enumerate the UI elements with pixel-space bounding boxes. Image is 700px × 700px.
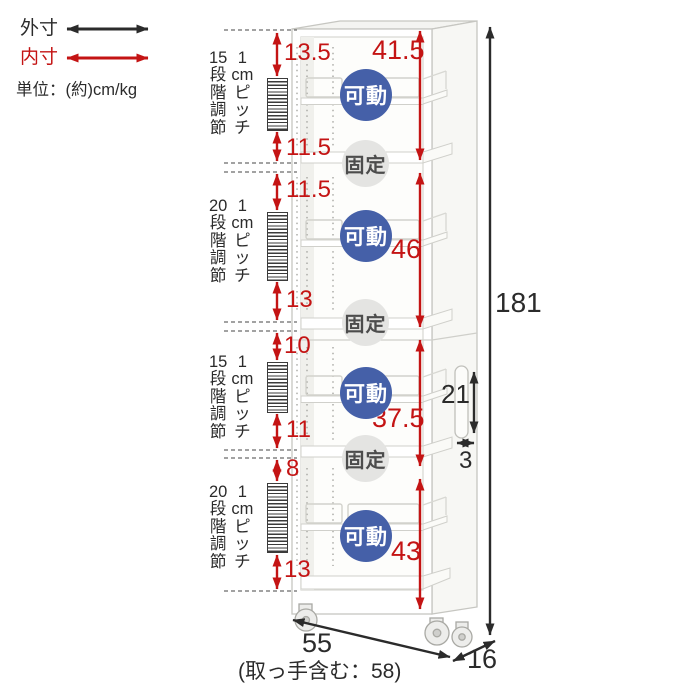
inner-dim-right-1: 41.5 xyxy=(372,35,425,65)
inner-dim-left-6: 11 xyxy=(286,416,311,443)
pitch-bar xyxy=(267,78,288,131)
bottom-board xyxy=(300,567,451,590)
movable-shelf-badge-4: 可動 xyxy=(340,510,392,562)
pitch-label: 1 cm ピ ッ チ xyxy=(231,197,254,285)
fixed-shelf-badge-2: 固定 xyxy=(342,299,389,346)
steps-label: 20 段 階 調 節 xyxy=(209,197,228,285)
total-height-label: 181 xyxy=(495,287,542,318)
pitch-label: 1 cm ピ ッ チ xyxy=(231,353,254,441)
movable-shelf-badge-1: 可動 xyxy=(340,69,392,121)
pitch-bar xyxy=(267,212,288,281)
outer-dim-arrows xyxy=(292,26,496,663)
movable-shelf-badge-2: 可動 xyxy=(340,210,392,262)
width-arrow xyxy=(292,618,451,659)
pitch-label: 1 cm ピ ッ チ xyxy=(231,49,254,137)
pitch-bar xyxy=(267,362,288,413)
adjust-section-label-2: 20 段 階 調 節 1 cm ピ ッ チ xyxy=(209,197,254,285)
cabinet-inner-left-wall xyxy=(301,37,314,590)
section-boundary-dashes xyxy=(224,29,297,592)
outer-dim-legend-label: 外寸 xyxy=(20,18,59,39)
depth-arrow xyxy=(452,639,496,663)
inner-dim-left-7: 8 xyxy=(286,455,300,482)
inner-dim-right-2: 46 xyxy=(391,234,422,264)
steps-label: 15 段 階 調 節 xyxy=(209,49,228,137)
handle-length-label: 21 xyxy=(441,379,470,409)
unit-seam-line xyxy=(292,332,478,341)
inner-dim-left-8: 13 xyxy=(284,556,311,583)
movable-shelf-badge-3: 可動 xyxy=(340,367,392,419)
depth-label: 16 xyxy=(467,644,498,674)
handle-depth-label: 3 xyxy=(459,447,473,474)
pitch-bar xyxy=(267,483,288,553)
unit-note: 単位：(約)cm/kg xyxy=(16,81,137,99)
steps-label: 15 段 階 調 節 xyxy=(209,353,228,441)
adjust-section-label-1: 15 段 階 調 節 1 cm ピ ッ チ xyxy=(209,49,254,137)
inner-dim-left-4: 13 xyxy=(286,286,313,313)
inner-dim-legend-label: 内寸 xyxy=(20,47,59,68)
legend-arrows xyxy=(66,24,149,63)
width-with-handle-note: (取っ手含む：58) xyxy=(238,660,402,683)
inner-dim-left-3: 11.5 xyxy=(286,176,331,203)
inner-dim-left-2: 11.5 xyxy=(286,134,331,161)
inner-dim-right-4: 43 xyxy=(391,536,422,566)
steps-label: 20 段 階 調 節 xyxy=(209,483,228,571)
pitch-label: 1 cm ピ ッ チ xyxy=(231,483,254,571)
inner-dim-left-1: 13.5 xyxy=(284,39,331,66)
fixed-shelf-badge-3: 固定 xyxy=(342,435,389,482)
adjust-section-label-4: 20 段 階 調 節 1 cm ピ ッ チ xyxy=(209,483,254,571)
inner-dim-left-5: 10 xyxy=(284,332,311,359)
caster-wheel xyxy=(424,617,450,646)
width-label: 55 xyxy=(302,628,333,658)
adjust-section-label-3: 15 段 階 調 節 1 cm ピ ッ チ xyxy=(209,353,254,441)
fixed-shelf-badge-1: 固定 xyxy=(342,140,389,187)
side-handle xyxy=(454,365,469,439)
